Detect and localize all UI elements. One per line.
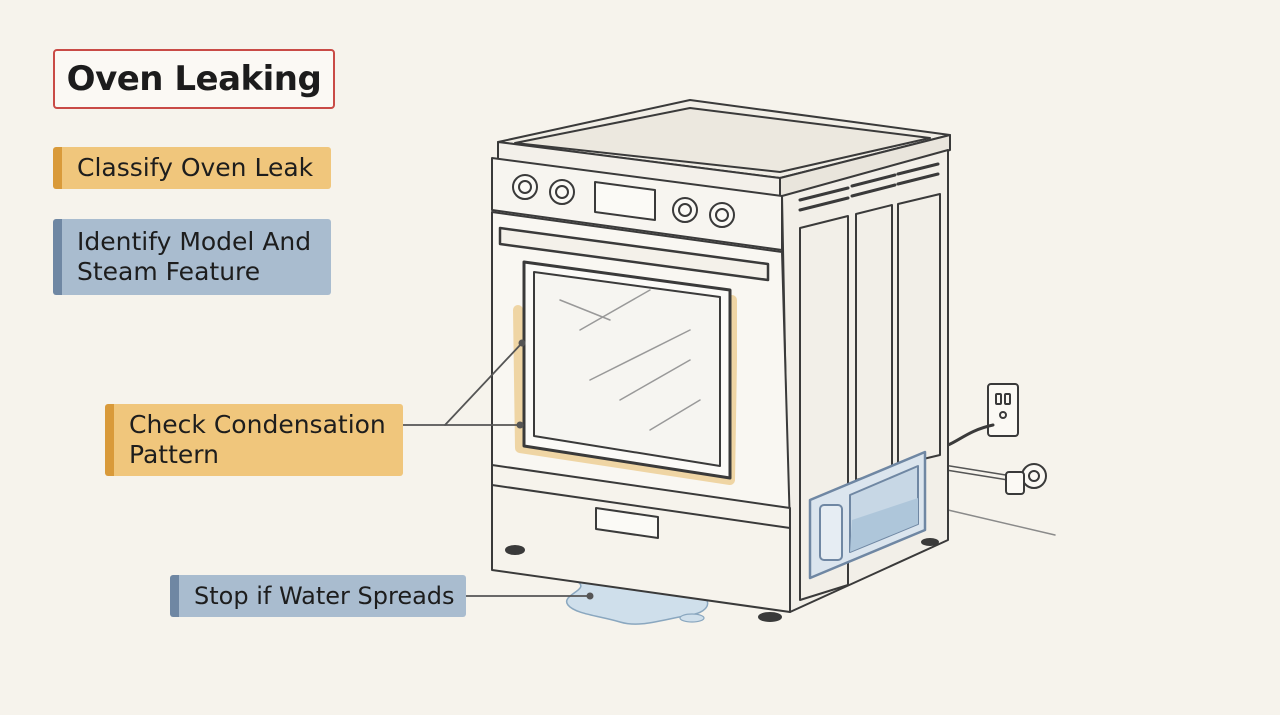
title-box: Oven Leaking [53, 49, 335, 109]
water-tank-icon [808, 450, 927, 580]
leader-line-condensation-upper [444, 342, 523, 426]
wall-outlet-icon [946, 383, 1019, 447]
step-label-condensation: Check Condensation Pattern [105, 404, 403, 476]
step-label-identify-line2: Steam Feature [77, 257, 261, 286]
step-label-identify-text: Identify Model And Steam Feature [77, 227, 311, 287]
page-title: Oven Leaking [66, 59, 322, 99]
step-label-condensation-line1: Check Condensation [129, 410, 386, 439]
step-label-condensation-line2: Pattern [129, 440, 219, 469]
step-label-identify-line1: Identify Model And [77, 227, 312, 256]
step-label-condensation-text: Check Condensation Pattern [129, 410, 386, 470]
step-label-stop-text: Stop if Water Spreads [194, 582, 455, 610]
step-label-classify: Classify Oven Leak [53, 147, 331, 189]
step-label-stop: Stop if Water Spreads [170, 575, 466, 617]
gas-valve-icon [945, 463, 1047, 495]
floor-line [947, 509, 1056, 536]
step-label-classify-text: Classify Oven Leak [77, 153, 314, 182]
step-label-identify: Identify Model And Steam Feature [53, 219, 331, 295]
